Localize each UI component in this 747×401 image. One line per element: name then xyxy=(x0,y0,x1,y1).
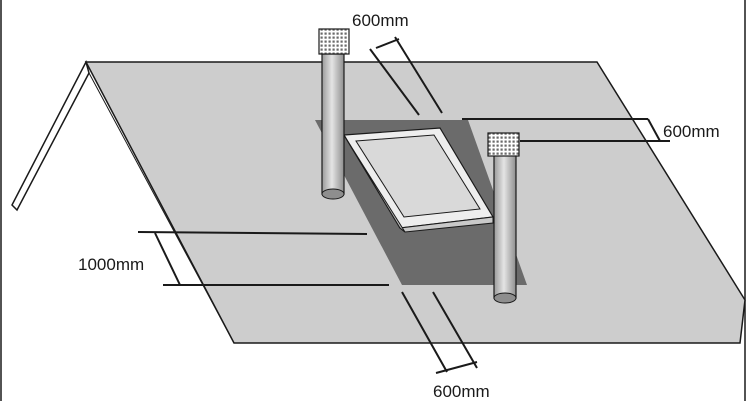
roof-edge-line xyxy=(88,72,235,344)
right-dimension-label: 600mm xyxy=(663,122,720,141)
window-glass xyxy=(355,134,481,218)
left-vent-pipe xyxy=(318,28,350,200)
right-dimension-indicator xyxy=(462,118,670,142)
left-dimension-indicator xyxy=(137,231,389,286)
top-dimension-label: 600mm xyxy=(352,11,409,30)
top-dimension-indicator xyxy=(369,36,443,116)
right-vent-pipe xyxy=(487,132,520,304)
roof-gable-edge xyxy=(11,59,90,212)
right-vent-cap xyxy=(487,132,520,157)
bottom-dimension-indicator xyxy=(401,291,478,374)
left-vent-cap xyxy=(318,28,350,55)
roof-window xyxy=(342,127,494,233)
bottom-dimension-label: 600mm xyxy=(433,382,490,401)
left-dimension-label: 1000mm xyxy=(78,255,144,274)
